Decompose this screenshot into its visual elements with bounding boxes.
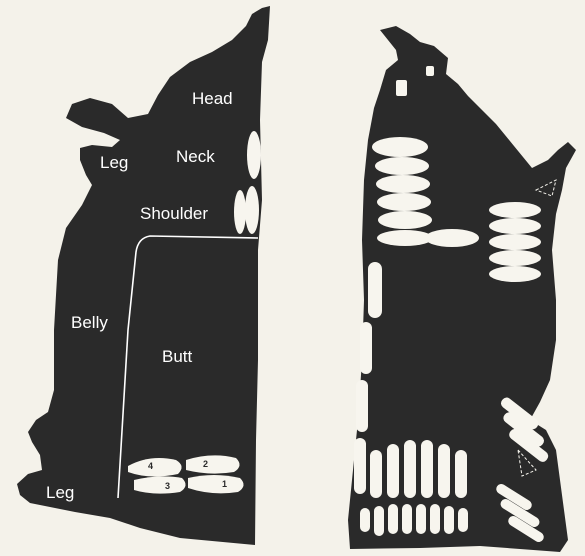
rung-piece — [376, 175, 430, 193]
spine-piece — [247, 131, 261, 179]
rung-piece — [377, 193, 431, 211]
rung-piece — [425, 229, 479, 247]
rib-tip — [458, 508, 468, 532]
rung-piece — [489, 234, 541, 250]
column-piece — [368, 262, 382, 318]
butt-piece-2 — [186, 455, 240, 473]
rib-piece — [387, 444, 399, 498]
head-spot — [426, 66, 434, 76]
region-label-leg-top: Leg — [100, 153, 128, 172]
rung-piece — [489, 266, 541, 282]
rib-tip — [416, 504, 426, 534]
rib-tip — [388, 504, 398, 534]
rib-tip — [444, 506, 454, 534]
butt-piece-label-1: 1 — [222, 479, 227, 489]
region-label-shoulder: Shoulder — [140, 204, 208, 223]
head-spot — [396, 80, 407, 96]
rung-piece — [489, 202, 541, 218]
rung-piece — [377, 230, 433, 246]
region-label-neck: Neck — [176, 147, 215, 166]
rib-piece — [438, 444, 450, 498]
rib-tip — [374, 506, 384, 536]
rung-piece — [489, 218, 541, 234]
spine-piece — [234, 190, 246, 234]
rung-piece — [378, 211, 432, 229]
rung-piece — [372, 137, 428, 157]
column-piece — [356, 380, 368, 432]
column-piece — [360, 322, 372, 374]
butt-piece-label-3: 3 — [165, 481, 170, 491]
left-hide: 4 3 2 1 Head Neck Leg Shoulder Belly But… — [17, 6, 270, 545]
rib-piece — [404, 440, 416, 498]
region-label-leg-bottom: Leg — [46, 483, 74, 502]
rib-piece — [421, 440, 433, 498]
region-label-belly: Belly — [71, 313, 108, 332]
column-piece — [354, 438, 366, 494]
region-label-butt: Butt — [162, 347, 193, 366]
right-hide — [348, 26, 576, 552]
rib-piece — [455, 450, 467, 498]
rib-tip — [430, 504, 440, 534]
spine-piece — [245, 186, 259, 234]
butt-piece-label-4: 4 — [148, 461, 153, 471]
butt-piece-3 — [134, 476, 186, 493]
rib-tip — [402, 504, 412, 534]
butt-piece-label-2: 2 — [203, 459, 208, 469]
region-label-head: Head — [192, 89, 233, 108]
rung-piece — [489, 250, 541, 266]
rib-tip — [360, 508, 370, 532]
rung-piece — [375, 157, 429, 175]
rib-piece — [370, 450, 382, 498]
